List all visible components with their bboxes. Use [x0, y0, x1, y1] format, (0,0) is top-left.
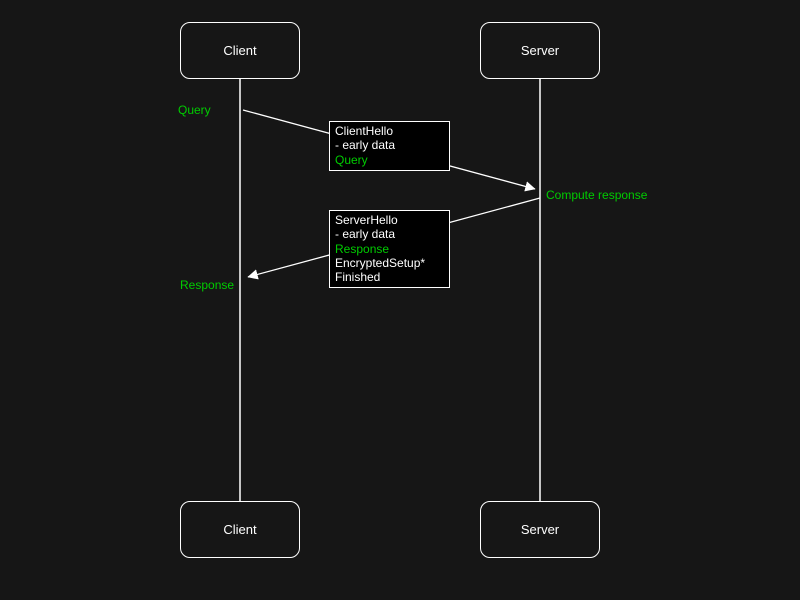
actor-client-bottom: Client [180, 501, 300, 558]
actor-label: Server [520, 43, 560, 58]
annotation-compute-response: Compute response [546, 188, 648, 202]
message-line: Query [335, 152, 368, 167]
actor-label: Server [520, 522, 560, 537]
message-line: - early data [335, 138, 396, 153]
message-line: Finished [335, 270, 381, 285]
actor-label: Client [223, 43, 257, 58]
actor-server-bottom: Server [480, 501, 600, 558]
message-client-hello: ClientHello - early data Query [329, 121, 450, 171]
annotation-response: Response [180, 278, 235, 292]
message-line: Response [335, 241, 390, 256]
message-line: ServerHello [335, 213, 398, 227]
message-line: EncryptedSetup* [335, 255, 426, 270]
actor-server-top: Server [480, 22, 600, 79]
annotation-query: Query [178, 103, 211, 117]
message-line: - early data [335, 227, 396, 242]
actor-client-top: Client [180, 22, 300, 79]
actor-label: Client [223, 522, 257, 537]
message-server-hello: ServerHello - early data Response Encryp… [329, 210, 450, 289]
message-line: ClientHello [335, 124, 394, 138]
